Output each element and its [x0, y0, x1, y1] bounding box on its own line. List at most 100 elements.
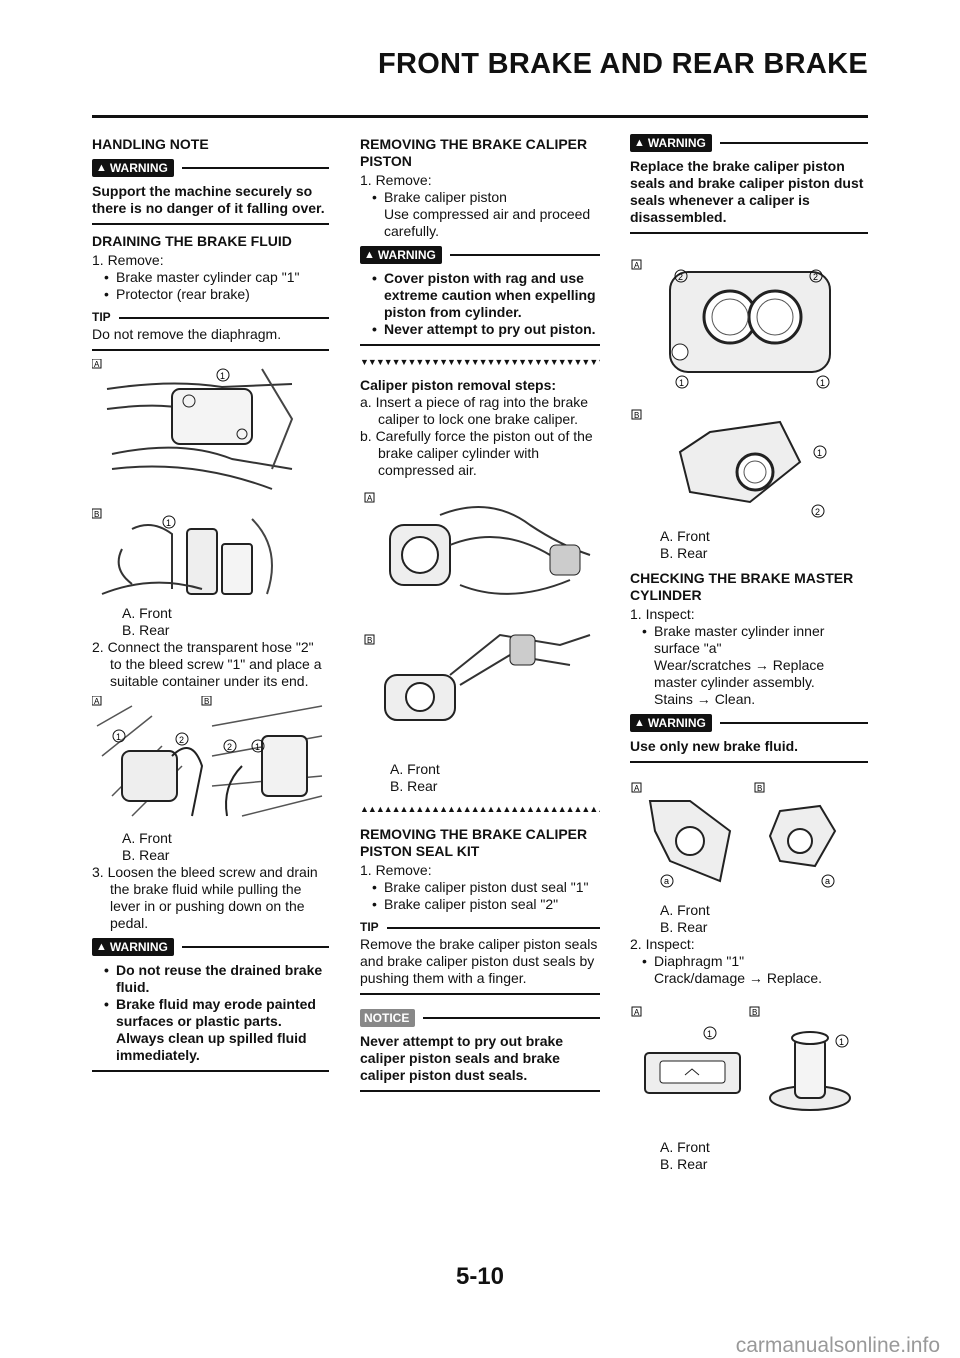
tip-text: Do not remove the diaphragm.	[92, 326, 282, 342]
svg-text:2: 2	[678, 272, 683, 282]
caption-rear: B. Rear	[660, 1156, 708, 1172]
svg-text:B: B	[634, 411, 639, 420]
watermark: carmanualsonline.info	[735, 1334, 940, 1357]
svg-text:B: B	[757, 784, 762, 793]
warning-bullet: Do not reuse the drained brake fluid.	[92, 962, 329, 996]
page-title: FRONT BRAKE AND REAR BRAKE	[377, 48, 868, 80]
warning-triangle-icon: ▲	[96, 161, 107, 174]
warning-box: ▲WARNING Use only new brake fluid.	[630, 714, 868, 763]
warning-badge: ▲WARNING	[630, 714, 712, 732]
step-1: 1. Remove:	[92, 252, 164, 268]
svg-text:1: 1	[116, 732, 121, 742]
bullet: Brake caliper piston	[360, 189, 600, 206]
warning-box: ▲WARNING Do not reuse the drained brake …	[92, 938, 329, 1072]
svg-text:A: A	[634, 261, 640, 270]
svg-text:1: 1	[166, 518, 171, 528]
step-note: Use compressed air and proceed carefully…	[384, 206, 591, 239]
svg-text:a: a	[825, 876, 830, 886]
bullet: Brake master cylinder inner surface "a"	[630, 623, 868, 657]
bullet: Diaphragm "1"	[630, 953, 868, 970]
warning-bullet: Brake fluid may erode painted surfaces o…	[92, 996, 329, 1064]
caption-rear: B. Rear	[122, 847, 170, 863]
caption-rear: B. Rear	[660, 919, 708, 935]
warning-badge: ▲WARNING	[630, 134, 712, 152]
svg-text:A: A	[94, 697, 100, 706]
notice-badge: NOTICE	[360, 1009, 416, 1027]
figure-caliper-seals: A 1 1 2 2 B 1 2	[630, 242, 868, 522]
column-2: REMOVING THE BRAKE CALIPER PISTON 1. Rem…	[360, 128, 600, 1100]
svg-text:1: 1	[255, 742, 260, 752]
caption-rear: B. Rear	[122, 622, 170, 638]
svg-text:1: 1	[220, 371, 225, 381]
bullet: Brake master cylinder cap "1"	[92, 269, 329, 286]
caption-front: A. Front	[660, 1139, 710, 1155]
drain-heading: DRAINING THE BRAKE FLUID	[92, 233, 292, 249]
svg-text:A: A	[634, 1008, 640, 1017]
step-2: 2. Connect the transparent hose "2" to t…	[92, 639, 322, 689]
steps-heading: Caliper piston removal steps:	[360, 377, 557, 393]
svg-text:B: B	[204, 697, 209, 706]
column-1: HANDLING NOTE ▲WARNING Support the machi…	[92, 128, 329, 1080]
svg-text:B: B	[752, 1008, 757, 1017]
fig-label-a: A	[94, 360, 100, 369]
warning-triangle-icon: ▲	[634, 136, 645, 149]
warning-box: ▲WARNING Cover piston with rag and use e…	[360, 246, 600, 346]
svg-text:1: 1	[679, 378, 684, 388]
svg-text:A: A	[367, 494, 373, 503]
svg-text:A: A	[634, 784, 640, 793]
step-3: 3. Loosen the bleed screw and drain the …	[92, 864, 318, 931]
piston-heading: REMOVING THE BRAKE CALIPER PISTON	[360, 136, 588, 169]
warning-badge: ▲WARNING	[92, 159, 174, 177]
notice-text: Never attempt to pry out brake caliper p…	[360, 1033, 564, 1083]
warning-box: ▲WARNING Replace the brake caliper pisto…	[630, 134, 868, 234]
notice-box: NOTICE Never attempt to pry out brake ca…	[360, 1009, 600, 1092]
svg-text:2: 2	[815, 507, 820, 517]
caption-front: A. Front	[390, 761, 440, 777]
warning-triangle-icon: ▲	[634, 716, 645, 729]
step-2: 2. Inspect:	[630, 936, 695, 952]
figure-diaphragm: A B 1 1	[630, 993, 868, 1133]
step-note: Stains → Clean.	[654, 691, 756, 707]
step-note: Crack/damage → Replace.	[654, 970, 823, 986]
step-note: Wear/scratches → Replace master cylinder…	[654, 657, 825, 690]
fig-label-b: B	[94, 510, 99, 519]
bullet: Protector (rear brake)	[92, 286, 329, 303]
warning-triangle-icon: ▲	[364, 248, 375, 261]
page-number: 5-10	[455, 1263, 505, 1290]
caption-front: A. Front	[660, 902, 710, 918]
svg-text:1: 1	[817, 448, 822, 458]
warning-triangle-icon: ▲	[96, 940, 107, 953]
caption-rear: B. Rear	[390, 778, 438, 794]
svg-text:2: 2	[179, 735, 184, 745]
header-rule	[92, 115, 868, 118]
caption-front: A. Front	[122, 605, 172, 621]
caption-front: A. Front	[122, 830, 172, 846]
svg-text:1: 1	[839, 1037, 844, 1047]
warning-badge: ▲WARNING	[360, 246, 442, 264]
warning-text: Replace the brake caliper piston seals a…	[630, 158, 864, 225]
figure-compressed-air: A B	[360, 485, 600, 755]
check-heading: CHECKING THE BRAKE MASTER CYLINDER	[630, 570, 854, 603]
bullet: Brake caliper piston seal "2"	[360, 896, 600, 913]
step-a: a. Insert a piece of rag into the brake …	[360, 394, 589, 427]
steps-end-marker: ▲▲▲▲▲▲▲▲▲▲▲▲▲▲▲▲▲▲▲▲▲▲▲▲▲▲▲▲▲▲▲▲	[360, 804, 600, 814]
steps-start-marker: ▼▼▼▼▼▼▼▼▼▼▼▼▼▼▼▼▼▼▼▼▼▼▼▼▼▼▼▼▼▼▼▼	[360, 357, 600, 367]
tip-box: TIP Remove the brake caliper piston seal…	[360, 919, 600, 995]
figure-bleed-hose: A B 1 2 2 1	[92, 696, 329, 824]
column-3: ▲WARNING Replace the brake caliper pisto…	[630, 128, 868, 1173]
tip-label: TIP	[360, 920, 379, 934]
bullet: Brake caliper piston dust seal "1"	[360, 879, 600, 896]
warning-badge: ▲WARNING	[92, 938, 174, 956]
svg-text:2: 2	[227, 742, 232, 752]
warning-box: ▲WARNING Support the machine securely so…	[92, 159, 329, 225]
tip-text: Remove the brake caliper piston seals an…	[360, 936, 598, 986]
svg-text:B: B	[367, 636, 372, 645]
tip-box: TIP Do not remove the diaphragm.	[92, 309, 329, 351]
svg-text:a: a	[664, 876, 669, 886]
step-1: 1. Remove:	[360, 862, 432, 878]
warning-text: Use only new brake fluid.	[630, 738, 799, 754]
svg-text:1: 1	[820, 378, 825, 388]
caption-rear: B. Rear	[660, 545, 708, 561]
figure-master-cylinder: A 1 B 1	[92, 359, 329, 599]
step-b: b. Carefully force the piston out of the…	[360, 428, 593, 478]
